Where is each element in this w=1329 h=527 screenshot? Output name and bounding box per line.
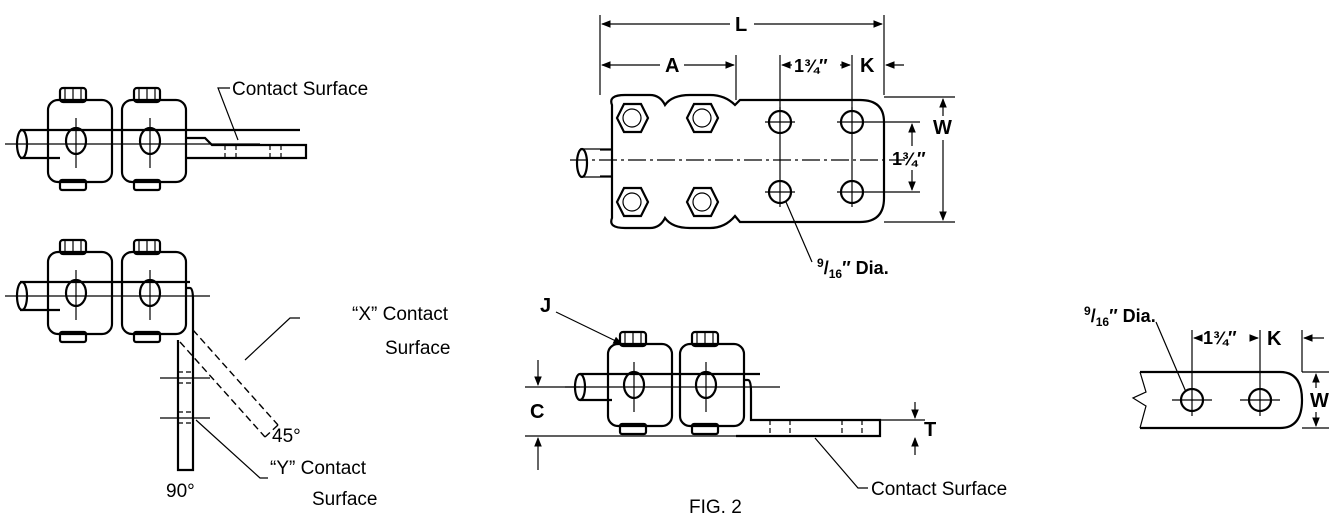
dim-spacing-vertical-label: 1¾″ xyxy=(892,149,926,169)
contact-surface-label-top: Contact Surface xyxy=(232,79,368,100)
detail-spacing-label: 1¾″ xyxy=(1203,328,1237,348)
dim-J-label: J xyxy=(540,295,551,317)
y-contact-label-line1: “Y” Contact xyxy=(270,458,367,479)
connector-side-view-top: Contact Surface xyxy=(5,79,368,192)
dim-K-label: K xyxy=(860,55,875,77)
dim-W-label: W xyxy=(933,117,952,139)
connector-bent-view: “X” Contact Surface 45° “Y” Contact Surf… xyxy=(5,238,450,510)
figure-caption: FIG. 2 xyxy=(689,497,742,518)
detail-W-label: W xyxy=(1310,390,1329,412)
x-contact-label-line1: “X” Contact xyxy=(352,304,449,325)
y-contact-label-line2: Surface xyxy=(312,489,377,510)
detail-K-label: K xyxy=(1267,328,1282,350)
detail-hole-dia-label: 9/16″ Dia. xyxy=(1084,304,1156,329)
dim-T-label: T xyxy=(924,419,936,441)
dim-L-label: L xyxy=(735,14,747,36)
hex-nut xyxy=(615,102,650,134)
x-contact-label-line2: Surface xyxy=(385,338,450,359)
connector-plan-view: L A 1¾″ K xyxy=(570,14,955,281)
dim-A-label: A xyxy=(665,55,679,77)
tongue-detail-view: 1¾″ K W 9/16″ Dia. xyxy=(1084,304,1329,430)
dim-C-label: C xyxy=(530,401,544,423)
hole-dia-label: 9/16″ Dia. xyxy=(817,256,889,281)
angle-45-label: 45° xyxy=(272,426,301,447)
connector-side-view-bottom: J C T Contact Surface FIG. 2 xyxy=(525,295,1007,518)
hex-nut xyxy=(615,186,650,218)
hex-nut xyxy=(685,102,720,134)
dim-spacing-label: 1¾″ xyxy=(794,56,828,76)
angle-90-label: 90° xyxy=(166,481,195,502)
hex-nut xyxy=(685,186,720,218)
contact-surface-label-bottom: Contact Surface xyxy=(871,479,1007,500)
